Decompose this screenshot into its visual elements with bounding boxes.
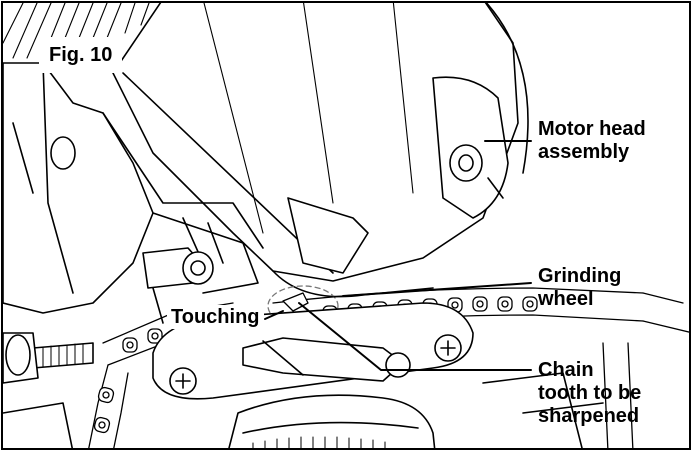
pivot-bolt [142,247,214,324]
machine-base [3,372,604,448]
callout-chain-tooth-line1: Chain [538,359,594,381]
callout-touching: Touching [167,305,264,329]
leader-grinding-wheel [342,282,532,297]
leader-chain-tooth [298,302,532,371]
machine-illustration [3,3,689,448]
callout-motor-head-line1: Motor head [538,118,646,140]
callout-chain-tooth-line2: tooth to be [538,382,642,404]
callout-leaders [264,140,532,371]
callout-motor-head: Motor head assembly [538,118,646,164]
motor-head-assembly [112,3,529,282]
leader-touching [264,310,284,320]
callout-motor-head-line2: assembly [538,141,630,163]
figure-label: Fig. 10 [39,37,123,73]
callout-grinding-wheel: Grinding wheel [538,265,621,311]
callout-grinding-wheel-line2: wheel [538,288,594,310]
machine-frame [3,62,264,314]
callout-chain-tooth-line3: sharpened [538,405,640,427]
callout-grinding-wheel-line1: Grinding [538,265,622,287]
callout-chain-tooth: Chain tooth to be sharpened [538,359,641,428]
vise-lever [242,337,411,382]
